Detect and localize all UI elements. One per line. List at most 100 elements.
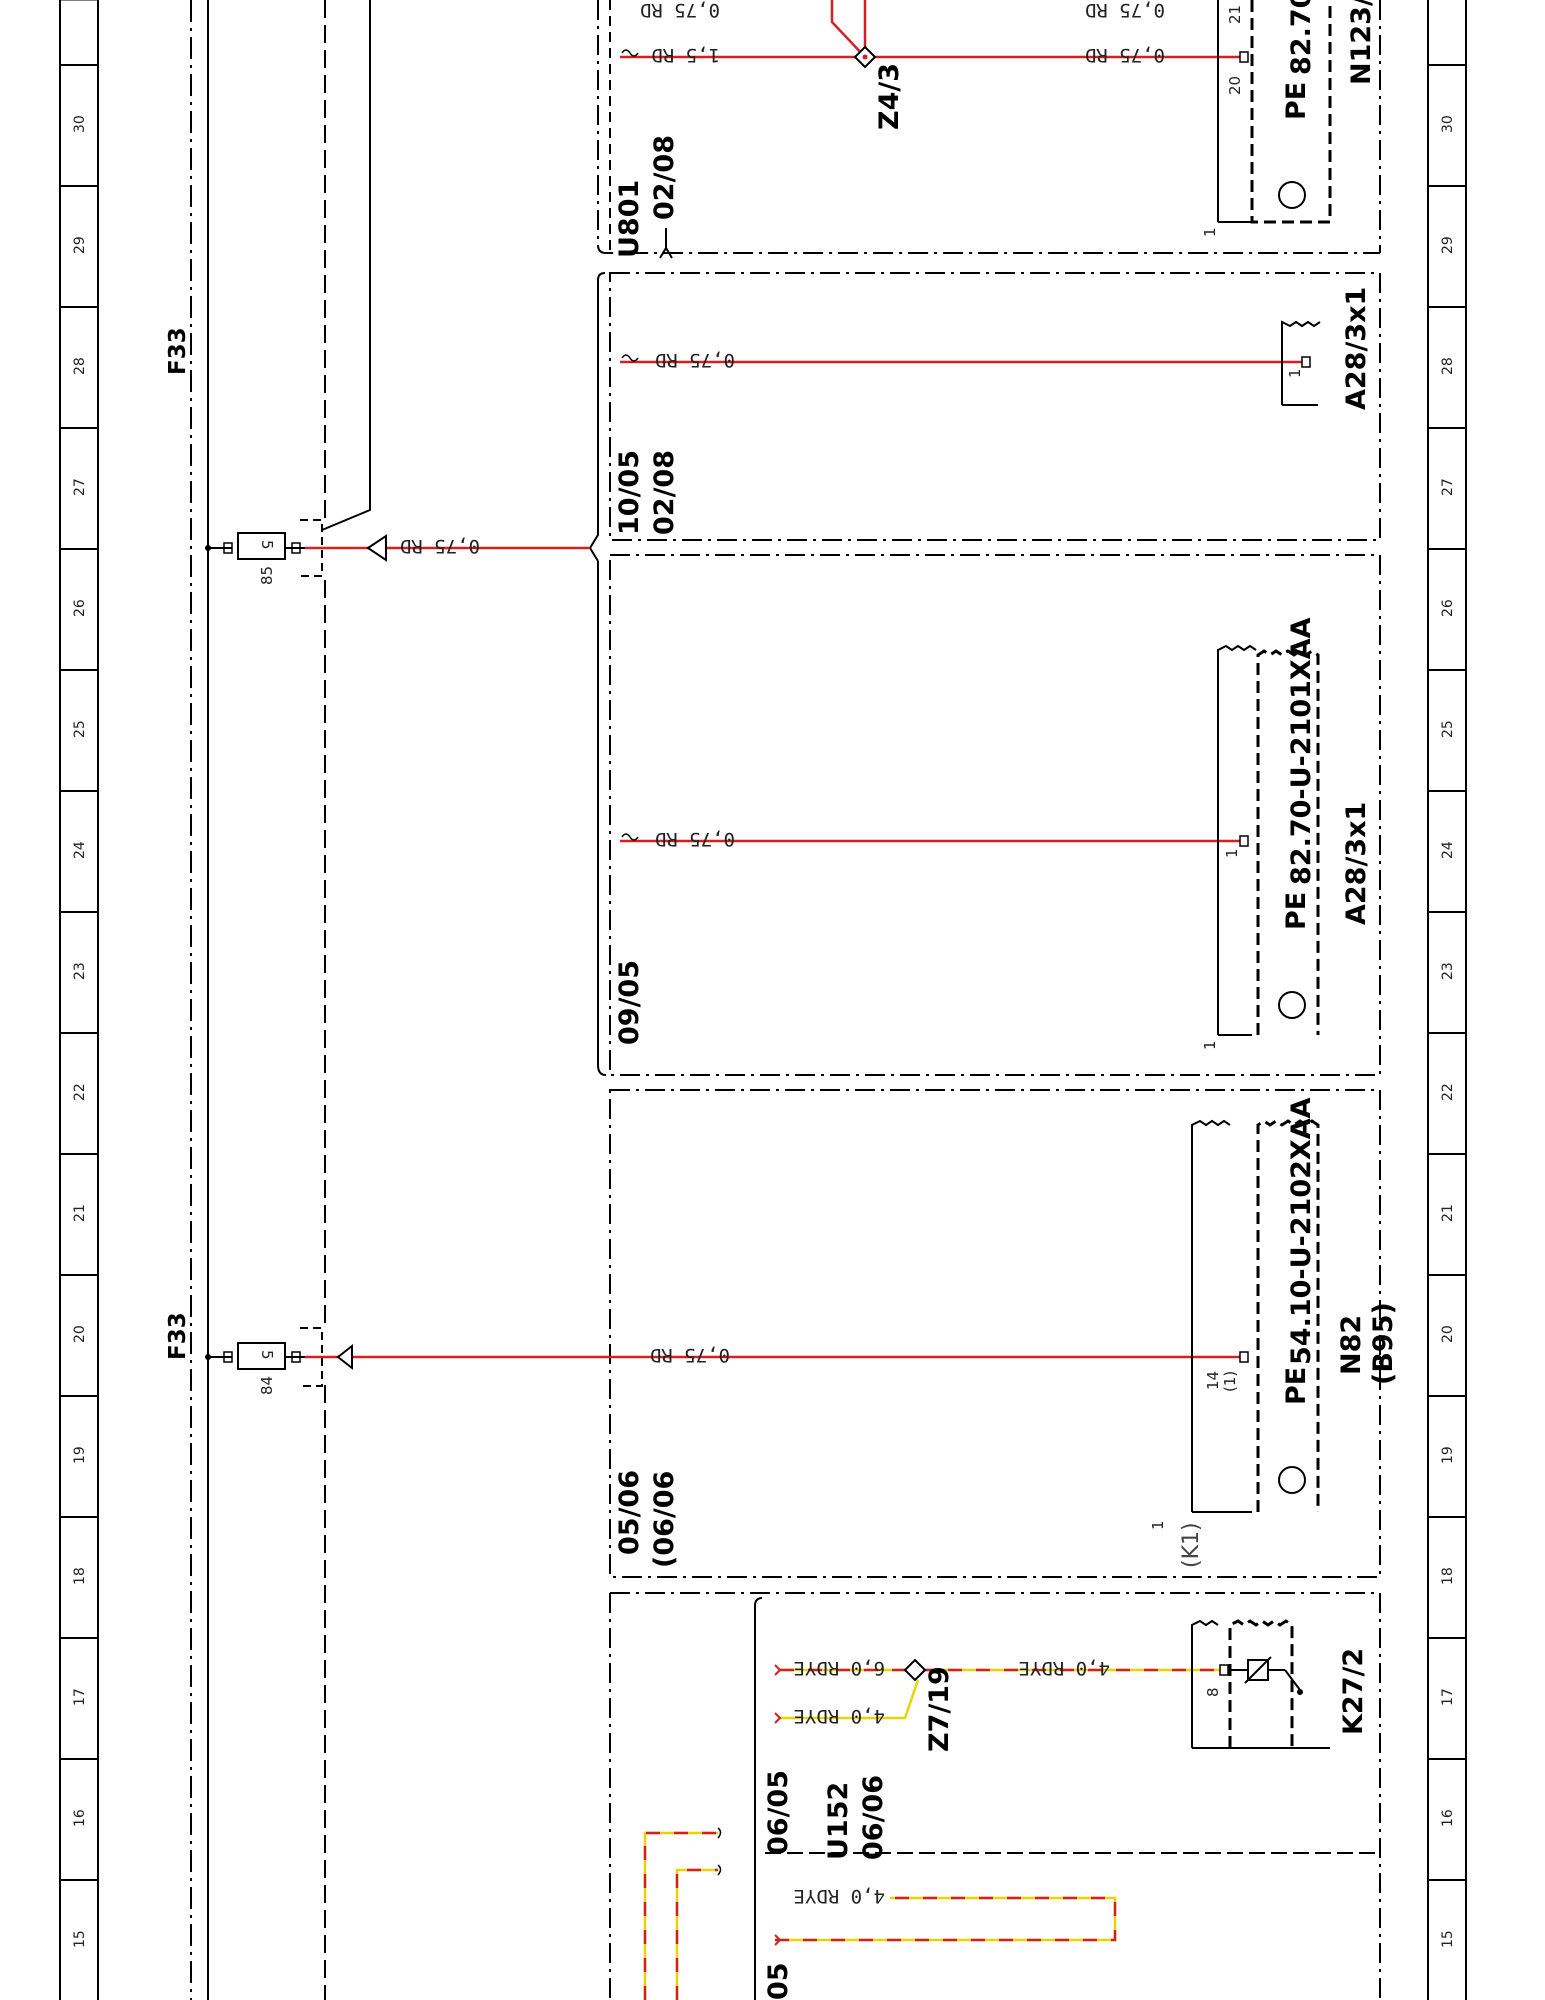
right-ruler — [1427, 0, 1467, 2000]
ruler-column-label: 27 — [1440, 478, 1456, 496]
wire-label-u152-lower: 4,0 RDYE — [793, 1885, 885, 1907]
ruler-column-label: 20 — [72, 1325, 88, 1343]
ruler-column-label: 17 — [1440, 1688, 1456, 1706]
n123-pin-a: 20 — [1226, 76, 1244, 95]
block-2: 10/05 02/08 — [588, 272, 1381, 562]
fuse-f33-85: F33 5 85 — [165, 327, 323, 585]
n82-pin: 14 — [1204, 1371, 1222, 1390]
wire-fuse84: 0,75 RD — [305, 1343, 1240, 1371]
fuse-label-upper: F33 — [165, 327, 191, 375]
ruler-column-label: 18 — [72, 1567, 88, 1585]
main-bus — [190, 0, 371, 2000]
component-a28-mid: 0,75 RD 1 1 PE 82.70-U-2101XAA A28/3x1 — [620, 617, 1372, 1050]
b4-date-a: 05/06 — [614, 1470, 645, 1555]
u801-date: 02/08 — [649, 135, 680, 220]
fuse-f33-84: F33 5 84 — [165, 1312, 323, 1395]
n123-pe: PE — [1281, 82, 1312, 120]
ruler-column-label: 16 — [72, 1809, 88, 1827]
n123-ground: 1 — [1201, 227, 1219, 237]
a28-top-ref: A28/3x1 — [1341, 287, 1372, 410]
b4-date-b: (06/06 — [649, 1471, 680, 1568]
wire-label-z719-b: 4,0 RDYE — [793, 1705, 885, 1727]
a28-mid-pin: 1 — [1223, 848, 1241, 858]
ruler-column-label: 28 — [1440, 357, 1456, 375]
a28-top-pin: 1 — [1286, 368, 1304, 378]
ruler-column-label: 15 — [72, 1930, 88, 1948]
n123-ref: N123/1 — [1346, 0, 1377, 85]
k272-pin: 8 — [1204, 1687, 1222, 1697]
a28-mid-ref: A28/3x1 — [1341, 802, 1372, 925]
u152-code: U152 — [823, 1782, 854, 1860]
ruler-column-label: 25 — [72, 720, 88, 738]
wire-label-cut-b: 0,75 RD — [1085, 0, 1165, 21]
ruler-ticks — [60, 64, 1466, 1881]
ruler-column-label: 26 — [1440, 599, 1456, 617]
ruler-column-label: 24 — [1440, 841, 1456, 859]
n123-pin-b: 21 — [1226, 5, 1244, 24]
ruler-column-label: 24 — [72, 841, 88, 859]
fuse-pin-lower: 84 — [258, 1376, 276, 1395]
component-a28-top: 0,75 RD 1 A28/3x1 — [620, 287, 1372, 410]
ruler-column-label: 30 — [72, 115, 88, 133]
block-3: 09/05 — [597, 554, 1381, 1076]
wire-u801: 1,5 RD 0,75 RD 0,75 RD 0,75 RD Z4/3 — [620, 0, 1240, 130]
ruler-column-label: 26 — [72, 599, 88, 617]
fuse-label-lower: F33 — [165, 1312, 191, 1360]
n82-ground: 1 — [1149, 1520, 1167, 1530]
b2-date-a: 10/05 — [614, 450, 645, 535]
wire-label-fuse85: 0,75 RD — [400, 535, 480, 557]
n123-part: 82.70- — [1286, 0, 1317, 75]
a28-mid-pe: PE — [1281, 892, 1312, 930]
wire-label-n82: 0,75 RD — [650, 1344, 730, 1366]
wire-label-a28-mid: 0,75 RD — [655, 828, 735, 850]
block-u152: 06/05 U152 06/06 05 — [609, 1592, 1381, 2000]
ruler-column-label: 28 — [72, 357, 88, 375]
ruler-column-label: 30 — [1440, 115, 1456, 133]
z43-label: Z4/3 — [874, 63, 905, 130]
block-4: 05/06 (06/06 — [609, 1089, 1381, 1578]
u152-date-b: 06/06 — [858, 1775, 889, 1860]
component-z719: 6,0 RDYE 4,0 RDYE 4,0 RDYE Z7/19 — [774, 1657, 1220, 1752]
ruler-column-label: 17 — [72, 1688, 88, 1706]
ruler-column-label: 22 — [72, 1083, 88, 1101]
ruler-column-label: 18 — [1440, 1567, 1456, 1585]
b3-date: 09/05 — [614, 960, 645, 1045]
n82-part: 54.10-U-2102XAA — [1286, 1097, 1317, 1365]
left-ruler — [59, 0, 99, 2000]
ruler-column-label: 16 — [1440, 1809, 1456, 1827]
wire-label-z719-a: 6,0 RDYE — [793, 1657, 885, 1679]
k272-ref: K27/2 — [1338, 1648, 1369, 1735]
z719-label: Z7/19 — [924, 1666, 955, 1752]
fuse-rating-lower: 5 — [258, 1350, 276, 1360]
ruler-column-label: 25 — [1440, 720, 1456, 738]
ruler-column-label: 23 — [72, 962, 88, 980]
wire-label-cut-a: 0,75 RD — [640, 0, 720, 21]
n82-pe: PE — [1281, 1367, 1312, 1405]
ruler-column-label: 29 — [1440, 236, 1456, 254]
ruler-column-label: 19 — [72, 1446, 88, 1464]
n82-pin-alt: (1) — [1221, 1371, 1239, 1392]
block-u801: U801 02/08 — [597, 0, 1381, 259]
fuse-rating-upper: 5 — [258, 540, 276, 550]
a28-mid-ground: 1 — [1201, 1040, 1219, 1050]
wire-label-a28-top: 0,75 RD — [655, 349, 735, 371]
wire-u152-lower: 4,0 RDYE — [643, 1827, 1117, 2000]
wire-label-k272: 4,0 RDYE — [1018, 1657, 1110, 1679]
ruler-column-label: 22 — [1440, 1083, 1456, 1101]
component-k272: 8 K27/2 — [1191, 1619, 1369, 1749]
ruler-column-label: 23 — [1440, 962, 1456, 980]
wire-fuse85: 0,75 RD — [305, 534, 590, 562]
ruler-column-label: 19 — [1440, 1446, 1456, 1464]
ruler-column-label: 21 — [72, 1204, 88, 1222]
n82-ref2: (B95) — [1368, 1302, 1399, 1385]
a28-mid-part: 82.70-U-2101XAA — [1286, 617, 1317, 885]
ruler-column-label: 29 — [72, 236, 88, 254]
ruler-column-label: 20 — [1440, 1325, 1456, 1343]
fuse-pin-upper: 85 — [258, 566, 276, 585]
ruler-column-label: 21 — [1440, 1204, 1456, 1222]
ruler-column-label: 27 — [72, 478, 88, 496]
u801-code: U801 — [614, 180, 645, 258]
b2-date-b: 02/08 — [649, 450, 680, 535]
